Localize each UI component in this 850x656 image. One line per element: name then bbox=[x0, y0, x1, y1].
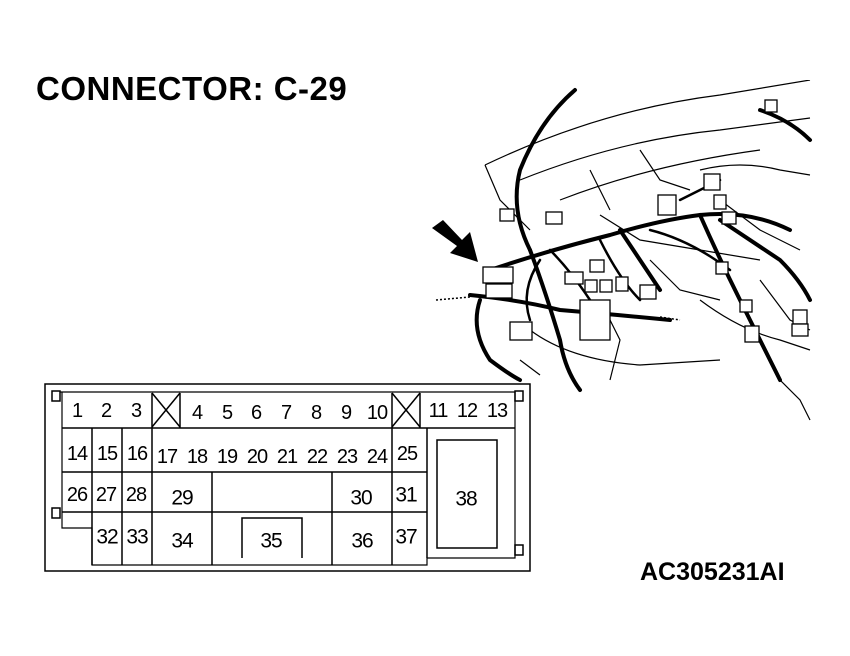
pin-label: 30 bbox=[350, 486, 372, 510]
pin-label: 19 bbox=[216, 446, 238, 468]
pin-label: 11 bbox=[428, 400, 449, 422]
connector-title: CONNECTOR: C-29 bbox=[36, 70, 348, 107]
pin-label: 2 bbox=[100, 400, 112, 422]
pin-label: 33 bbox=[126, 525, 148, 549]
pin-label: 23 bbox=[336, 446, 358, 468]
pin-label: 3 bbox=[130, 400, 142, 422]
pin-label: 18 bbox=[186, 446, 208, 468]
pin-label: 38 bbox=[455, 487, 477, 511]
connector-face bbox=[44, 383, 531, 572]
pin-label: 22 bbox=[306, 446, 328, 468]
figure-code: AC305231AI bbox=[640, 558, 785, 586]
pin-label: 25 bbox=[396, 443, 418, 465]
pin-label: 26 bbox=[66, 484, 88, 506]
pin-label: 4 bbox=[191, 402, 203, 424]
pin-label: 13 bbox=[486, 400, 508, 422]
pin-label: 36 bbox=[351, 529, 373, 553]
pin-label: 37 bbox=[395, 525, 417, 549]
pin-label: 15 bbox=[96, 443, 118, 465]
pin-label: 7 bbox=[280, 402, 292, 424]
pin-label: 21 bbox=[276, 446, 298, 468]
pin-label: 10 bbox=[366, 402, 388, 424]
pin-label: 35 bbox=[260, 529, 282, 553]
pin-label: 17 bbox=[156, 446, 178, 468]
pin-label: 6 bbox=[250, 402, 262, 424]
pin-label: 1 bbox=[71, 400, 83, 422]
pin-label: 8 bbox=[310, 402, 322, 424]
pin-label: 9 bbox=[340, 402, 352, 424]
pin-label: 5 bbox=[221, 402, 233, 424]
pin-label: 16 bbox=[126, 443, 148, 465]
pin-label: 27 bbox=[95, 484, 117, 506]
pin-label: 24 bbox=[366, 446, 388, 468]
pin-label: 14 bbox=[66, 443, 88, 465]
pin-label: 29 bbox=[171, 486, 193, 510]
pin-label: 28 bbox=[125, 484, 147, 506]
pin-label: 31 bbox=[395, 483, 417, 507]
pin-label: 32 bbox=[96, 525, 118, 549]
pin-label: 20 bbox=[246, 446, 268, 468]
pin-label: 34 bbox=[171, 529, 193, 553]
pin-label: 12 bbox=[456, 400, 478, 422]
harness-location-illustration bbox=[432, 80, 812, 421]
